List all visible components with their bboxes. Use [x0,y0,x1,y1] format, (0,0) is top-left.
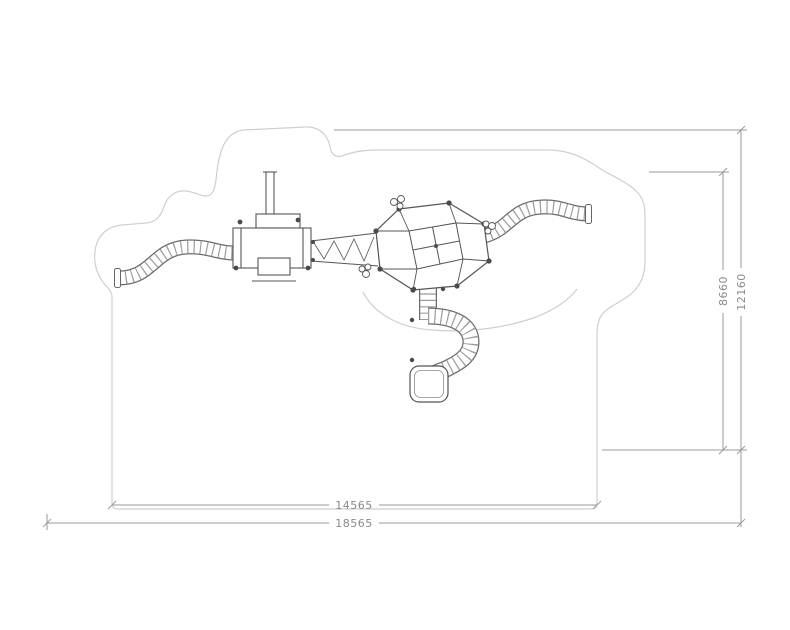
dim-tick [107,500,117,510]
dimension-label-right-outer: 12160 [735,273,748,311]
shrub-decorations [358,195,496,278]
right-tube-slide [484,205,592,237]
right-tube-end-cap [585,204,592,224]
dimension-bottom-inner [107,500,602,510]
playground-equipment [115,171,592,403]
shrub-top [390,195,405,210]
platform-step [257,257,291,276]
slide-exit [409,365,449,403]
rope-bridge [310,232,379,267]
left-tube-end-cap [114,268,121,288]
safety-zone-boundary [94,126,646,510]
dimension-label-bottom-outer: 18565 [335,517,373,530]
safety-zone-outline [94,126,646,510]
climbing-net [373,200,492,293]
dimension-bottom-outer [42,514,746,530]
dimension-right-inner [649,167,729,455]
safety-zone-inner-contour [362,288,578,332]
support-posts [233,217,446,363]
overhead-beam [263,171,277,214]
net-spokes [376,202,490,291]
dimension-right-outer [334,125,747,527]
bridge-lattice [313,236,375,263]
dim-tick [592,500,602,510]
dimension-label-right-inner: 8660 [717,276,730,306]
platform-tower [232,213,312,282]
dimension-lines [42,125,747,530]
left-tube-slide [115,247,235,288]
platform-roof-top [255,213,301,229]
shrub-right [482,220,496,235]
net-posts [373,200,492,293]
dimension-label-bottom-inner: 14565 [335,499,373,512]
shrub-left [358,263,372,278]
